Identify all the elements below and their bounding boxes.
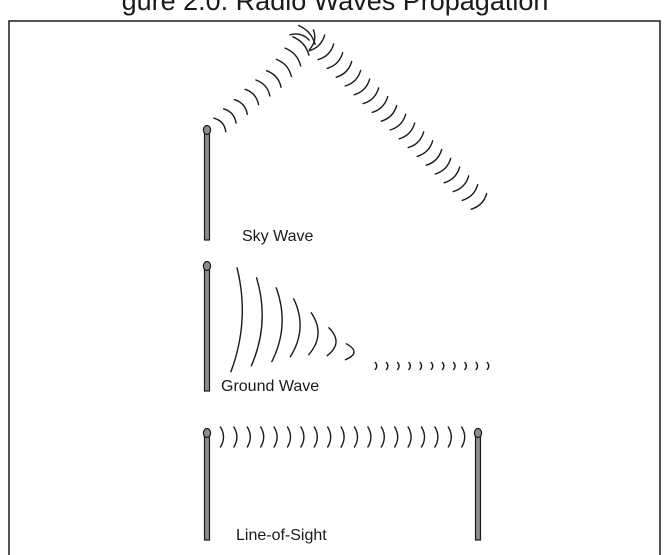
sky-wave-arc xyxy=(284,47,302,67)
sky-wave-arc xyxy=(244,88,260,106)
ground-wave-arc xyxy=(396,361,400,371)
ground-wave-arc xyxy=(408,361,412,371)
ground-wave-label: Ground Wave xyxy=(221,378,320,395)
line-of-sight-arc xyxy=(461,426,466,448)
sky-wave-arc xyxy=(416,140,434,158)
sky-wave-arc xyxy=(317,43,335,61)
line-of-sight-arc xyxy=(407,426,412,448)
line-of-sight-arc xyxy=(260,426,265,448)
line-of-sight-transmit-antenna xyxy=(202,427,212,541)
sky-wave-arc xyxy=(335,60,353,78)
sky-wave-arc xyxy=(233,98,248,116)
line-of-sight-arc xyxy=(353,426,359,448)
line-of-sight-label: Line-of-Sight xyxy=(236,527,327,544)
ground-wave-arc xyxy=(419,361,423,371)
ground-wave-arc xyxy=(430,361,434,371)
line-of-sight-arc xyxy=(447,426,452,448)
sky-wave-arc xyxy=(326,52,344,70)
waves-group xyxy=(213,24,490,448)
sky-wave-arc xyxy=(265,70,282,88)
line-of-sight-arc xyxy=(394,426,399,448)
line-of-sight-arc xyxy=(300,426,305,448)
sky-wave-arc xyxy=(389,113,407,131)
ground-wave-arc xyxy=(230,267,243,373)
sky-wave-arc xyxy=(362,87,380,105)
sky-wave-arc xyxy=(223,108,237,124)
line-of-sight-arc xyxy=(246,426,251,448)
ground-wave-arc xyxy=(344,343,355,361)
sky-wave-label: Sky Wave xyxy=(242,228,314,245)
antennas-group xyxy=(202,124,483,541)
ground-wave-arc xyxy=(452,361,456,371)
ground-wave-arc xyxy=(475,361,479,371)
ground-wave-arc xyxy=(464,361,468,371)
ground-wave-arc xyxy=(441,361,445,371)
line-of-sight-arc xyxy=(273,426,278,448)
line-of-sight-arc xyxy=(286,426,292,448)
ground-wave-arc xyxy=(271,287,283,363)
sky-wave-arc xyxy=(289,33,310,41)
line-of-sight-arc xyxy=(233,426,238,448)
sky-wave-arc xyxy=(371,96,389,114)
sky-wave-arc xyxy=(292,36,310,56)
line-of-sight-receive-antenna xyxy=(473,427,483,541)
ground-wave-arc xyxy=(374,361,378,371)
sky-wave-arc xyxy=(425,148,443,166)
sky-wave-arc xyxy=(407,131,425,149)
sky-wave-arc xyxy=(308,29,316,51)
line-of-sight-arc xyxy=(219,426,225,448)
sky-wave-arc xyxy=(452,175,470,193)
sky-wave-arc xyxy=(344,69,362,87)
ground-wave-arc xyxy=(289,298,301,358)
sky-wave-arc xyxy=(380,104,398,122)
ground-wave-arc xyxy=(486,361,490,371)
sky-wave-arc xyxy=(353,78,371,96)
line-of-sight-arc xyxy=(313,426,318,448)
sky-wave-arc xyxy=(443,166,461,184)
ground-wave-arc xyxy=(385,361,389,371)
line-of-sight-arc xyxy=(340,426,345,448)
line-of-sight-arc xyxy=(367,426,372,448)
line-of-sight-arc xyxy=(327,426,332,448)
line-of-sight-arc xyxy=(434,426,439,448)
ground-wave-arc xyxy=(326,327,337,357)
sky-wave-arc xyxy=(213,117,227,133)
diagram-border xyxy=(8,20,661,555)
line-of-sight-arc xyxy=(380,426,385,448)
sky-wave-arc xyxy=(275,58,293,78)
ground-wave-arc xyxy=(308,312,319,356)
sky-wave-arc xyxy=(434,157,452,175)
figure-caption-cropped: gure 2.0. Radio Waves Propagation xyxy=(121,0,549,16)
ground-wave-antenna xyxy=(202,260,212,392)
ground-wave-arc xyxy=(250,277,263,367)
sky-wave-arc xyxy=(470,192,488,210)
sky-wave-antenna xyxy=(202,124,212,241)
sky-wave-arc xyxy=(255,79,271,97)
sky-wave-arc xyxy=(461,184,479,202)
sky-wave-arc xyxy=(398,122,416,140)
sky-wave-arc xyxy=(308,34,326,52)
line-of-sight-arc xyxy=(420,426,426,448)
